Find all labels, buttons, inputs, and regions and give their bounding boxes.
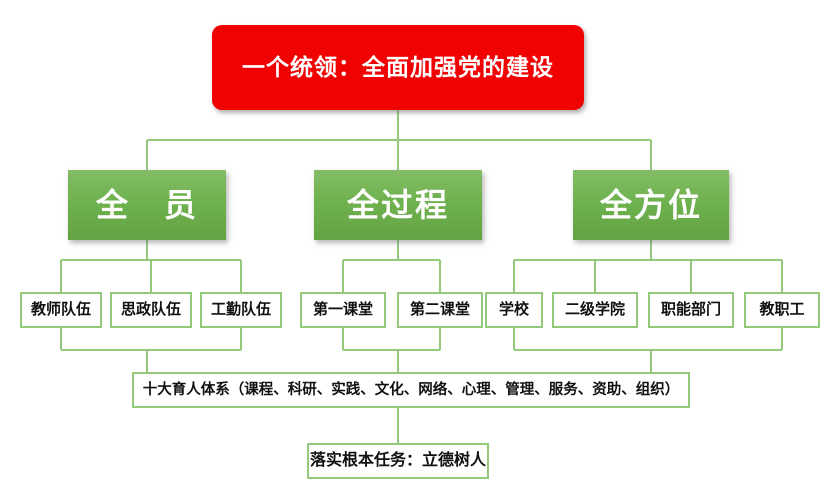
node-functional-departments: 职能部门 <box>648 292 734 328</box>
node-logistics-team: 工勤队伍 <box>200 292 282 328</box>
pillar-all-staff: 全 员 <box>68 170 226 240</box>
banner-overall-leadership: 一个统领：全面加强党的建设 <box>212 25 584 110</box>
node-ideological-political-team: 思政队伍 <box>110 292 192 328</box>
node-first-classroom: 第一课堂 <box>300 292 386 328</box>
ten-education-systems-box: 十大育人体系（课程、科研、实践、文化、网络、心理、管理、服务、资助、组织） <box>132 372 690 408</box>
pillar-all-dimensions: 全方位 <box>573 170 729 240</box>
node-teacher-team: 教师队伍 <box>20 292 102 328</box>
node-school: 学校 <box>485 292 543 328</box>
node-second-classroom: 第二课堂 <box>397 292 483 328</box>
fundamental-task-box: 落实根本任务：立德树人 <box>307 443 489 479</box>
node-faculty-staff: 教职工 <box>744 292 820 328</box>
pillar-whole-process: 全过程 <box>314 170 482 240</box>
node-secondary-colleges: 二级学院 <box>552 292 638 328</box>
